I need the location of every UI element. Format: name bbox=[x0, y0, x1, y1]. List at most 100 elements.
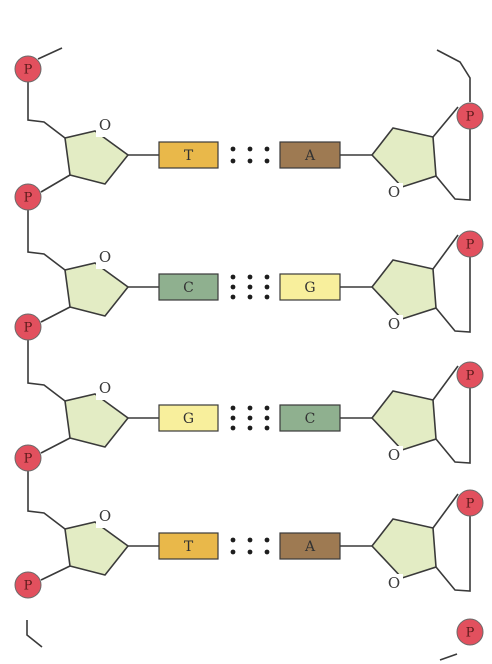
left-sugar bbox=[64, 262, 130, 317]
right-backbone-lower bbox=[435, 516, 471, 592]
left-ring-oxygen-bg bbox=[96, 119, 114, 137]
left-phosphate-3-circle bbox=[14, 444, 42, 472]
right-backbone-upper bbox=[432, 234, 459, 270]
left-backbone-upper bbox=[27, 340, 66, 402]
right-sugar bbox=[370, 518, 437, 579]
right-backbone-lower bbox=[435, 129, 471, 201]
right-ring-oxygen-label: O bbox=[388, 315, 400, 333]
hydrogen-bond-dot bbox=[230, 537, 236, 543]
right-phosphate-3-label: P bbox=[466, 497, 475, 512]
right-ring-oxygen-bg bbox=[385, 446, 403, 463]
right-sugar bbox=[370, 390, 437, 451]
left-sugar bbox=[64, 521, 130, 576]
left-base-box bbox=[158, 404, 219, 432]
right-ring-oxygen-label: O bbox=[388, 446, 400, 464]
left-base-box bbox=[158, 532, 219, 560]
right-backbone-lower bbox=[435, 388, 471, 464]
left-phosphate-2-label: P bbox=[24, 321, 33, 336]
hydrogen-bond-dot bbox=[247, 294, 253, 300]
left-sugar bbox=[64, 393, 130, 448]
hydrogen-bond-dot bbox=[247, 158, 253, 164]
right-ring-oxygen-label: O bbox=[388, 183, 400, 201]
hydrogen-bond-dot bbox=[230, 415, 236, 421]
hydrogen-bond-dot bbox=[264, 537, 270, 543]
right-ring-oxygen-bg bbox=[385, 183, 403, 200]
left-base-label: C bbox=[183, 280, 194, 296]
right-phosphate-1-circle bbox=[456, 230, 484, 258]
right-backbone-upper bbox=[432, 493, 459, 529]
right-backbone-upper bbox=[432, 365, 459, 401]
hydrogen-bond-dot bbox=[247, 425, 253, 431]
hydrogen-bond-dot bbox=[264, 549, 270, 555]
left-ring-oxygen-label: O bbox=[99, 379, 111, 397]
hydrogen-bond-dot bbox=[230, 405, 236, 411]
left-phosphate-2-circle bbox=[14, 313, 42, 341]
right-backbone-lower bbox=[435, 257, 471, 333]
right-phosphate-0-label: P bbox=[466, 110, 475, 125]
left-ring-oxygen-bg bbox=[96, 251, 114, 269]
hydrogen-bond-dot bbox=[264, 415, 270, 421]
left-ring-oxygen-bg bbox=[96, 510, 114, 528]
hydrogen-bond-dot bbox=[247, 274, 253, 280]
left-backbone-lower bbox=[40, 306, 71, 323]
right-ring-oxygen-label: O bbox=[388, 574, 400, 592]
hydrogen-bond-dot bbox=[264, 405, 270, 411]
hydrogen-bond-dot bbox=[264, 158, 270, 164]
right-base-label: G bbox=[304, 280, 315, 296]
left-backbone-lower bbox=[40, 437, 71, 454]
hydrogen-bond-dot bbox=[247, 146, 253, 152]
left-phosphate-0-circle bbox=[14, 55, 42, 83]
right-phosphate-1-label: P bbox=[466, 238, 475, 253]
left-backbone-upper bbox=[27, 471, 66, 530]
left-phosphate-3-label: P bbox=[24, 452, 33, 467]
hydrogen-bond-dot bbox=[247, 284, 253, 290]
right-base-box bbox=[279, 532, 341, 560]
left-strand-bottom-end bbox=[26, 620, 43, 648]
hydrogen-bond-dot bbox=[230, 425, 236, 431]
right-phosphate-2-label: P bbox=[466, 369, 475, 384]
right-phosphate-2-circle bbox=[456, 361, 484, 389]
hydrogen-bond-dot bbox=[264, 294, 270, 300]
right-phosphate-3-circle bbox=[456, 489, 484, 517]
hydrogen-bond-dot bbox=[247, 415, 253, 421]
right-strand-top-end bbox=[436, 49, 471, 102]
right-phosphate-4-circle bbox=[456, 618, 484, 646]
right-base-label: C bbox=[305, 411, 316, 427]
hydrogen-bond-dot bbox=[230, 158, 236, 164]
right-ring-oxygen-bg bbox=[385, 315, 403, 332]
right-base-label: A bbox=[304, 148, 316, 164]
left-backbone-lower bbox=[40, 565, 71, 581]
left-phosphate-1-label: P bbox=[24, 191, 33, 206]
right-base-label: A bbox=[304, 539, 316, 555]
right-ring-oxygen-bg bbox=[385, 574, 403, 591]
right-sugar bbox=[370, 127, 437, 188]
hydrogen-bond-dot bbox=[264, 274, 270, 280]
right-backbone-upper bbox=[432, 106, 459, 138]
left-base-label: T bbox=[184, 148, 194, 164]
left-backbone-upper bbox=[27, 82, 66, 139]
right-sugar bbox=[370, 259, 437, 320]
hydrogen-bond-dot bbox=[230, 284, 236, 290]
hydrogen-bond-dot bbox=[230, 294, 236, 300]
left-strand-top-end bbox=[37, 47, 63, 60]
left-backbone-upper bbox=[27, 210, 66, 271]
left-sugar bbox=[64, 130, 130, 185]
hydrogen-bond-dot bbox=[230, 146, 236, 152]
left-phosphate-0-label: P bbox=[24, 63, 33, 78]
left-ring-oxygen-label: O bbox=[99, 248, 111, 266]
left-ring-oxygen-label: O bbox=[99, 116, 111, 134]
hydrogen-bond-dot bbox=[230, 274, 236, 280]
hydrogen-bond-dot bbox=[247, 549, 253, 555]
left-base-label: G bbox=[183, 411, 194, 427]
hydrogen-bond-dot bbox=[264, 425, 270, 431]
left-base-label: T bbox=[184, 539, 194, 555]
right-base-box bbox=[279, 404, 341, 432]
hydrogen-bond-dot bbox=[264, 146, 270, 152]
left-phosphate-4-label: P bbox=[24, 579, 33, 594]
left-base-box bbox=[158, 273, 219, 301]
right-base-box bbox=[279, 273, 341, 301]
hydrogen-bond-dot bbox=[230, 549, 236, 555]
left-phosphate-4-circle bbox=[14, 571, 42, 599]
hydrogen-bond-dot bbox=[247, 537, 253, 543]
